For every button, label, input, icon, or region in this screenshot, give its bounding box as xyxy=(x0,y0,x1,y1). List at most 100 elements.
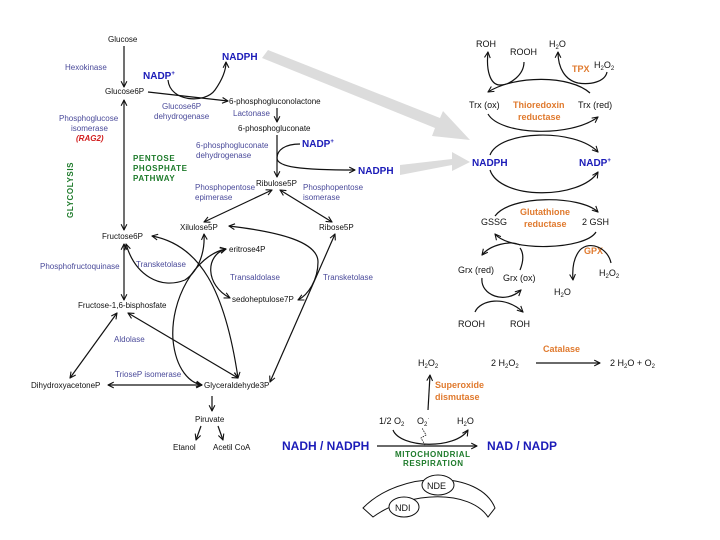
metabolite-ribose5p: Ribose5P xyxy=(319,223,354,232)
metabolite-glucose6p: Glucose6P xyxy=(105,87,144,96)
arrow-gpx-h2o2-h2o xyxy=(573,245,612,280)
arrow-transaldolase-e4p-s7p xyxy=(210,249,230,298)
resp-h2o: H2O xyxy=(457,416,474,428)
arrow-ribose-g3p xyxy=(270,234,335,382)
arrow-xilulose-sedoheptulose xyxy=(229,226,319,300)
arrow-rooh-roh xyxy=(488,52,525,86)
ndi-label: NDI xyxy=(395,503,411,513)
cofactor-nadph-1: NADPH xyxy=(222,52,258,63)
arrow-piruvate-etanol xyxy=(196,425,202,440)
arrow-gssg-gsh xyxy=(494,199,598,217)
arrow-gsh-gssg xyxy=(495,231,597,248)
enzyme-transaldolase: Transaldolase xyxy=(230,273,281,282)
arrow-grx-ox-up xyxy=(519,247,524,271)
metabolite-piruvate: Piruvate xyxy=(195,415,225,424)
redox-nadp: NADP+ xyxy=(579,158,611,169)
resp-half-o2: 1/2 O2 xyxy=(379,416,405,428)
nde-complex xyxy=(421,474,455,496)
arrow-grx-rooh-roh xyxy=(474,300,523,312)
superoxide-leak-icon xyxy=(420,427,427,446)
cofactor-nadph-2: NADPH xyxy=(358,166,394,177)
arrow-nadp-nadph-2 xyxy=(276,143,355,170)
arrow-nadph-nadp xyxy=(489,134,598,156)
metabolite-eritrose4p: eritrose4P xyxy=(229,245,265,254)
cofactor-nadp-2: NADP+ xyxy=(302,139,334,150)
arrow-h2o2-h2o xyxy=(558,52,608,85)
metabolite-acetilcoa: Acetil CoA xyxy=(213,443,251,452)
section-glycolysis: GLYCOLYSIS xyxy=(66,162,75,218)
enzyme-transketolase-left: Transketolase xyxy=(136,260,187,269)
metabolite-fructose16bp: Fructose-1,6-bisphosfate xyxy=(78,301,167,310)
grx-rooh: ROOH xyxy=(458,319,485,329)
resp-label-line2: RESPIRATION xyxy=(403,459,464,468)
arrow-eritrose-g3p xyxy=(172,249,226,385)
enzyme-glutathione-reductase-line2: reductase xyxy=(524,219,567,229)
arrow-piruvate-acetilcoa xyxy=(217,425,223,440)
enzyme-transketolase-right: Transketolase xyxy=(323,273,374,282)
enzyme-g6p-dehydrogenase-line1: Glucose6P xyxy=(162,102,201,111)
enzyme-hexokinase: Hexokinase xyxy=(65,63,107,72)
resp-o2-radical: O2· xyxy=(417,416,429,428)
enzyme-epimerase-line1: Phosphopentose xyxy=(195,183,256,192)
enzyme-phosphoglucose-isomerase-line2: isomerase xyxy=(71,124,108,133)
gssg: GSSG xyxy=(481,217,507,227)
enzyme-gpx: GPX xyxy=(584,246,603,256)
section-ppp-line3: PATHWAY xyxy=(133,174,175,183)
arrow-gssg-grx xyxy=(482,242,521,255)
thioredoxin-rooh: ROOH xyxy=(510,47,537,57)
enzyme-catalase: Catalase xyxy=(543,344,580,354)
resp-nad-nadp: NAD / NADP xyxy=(487,439,557,453)
metabolite-phosphogluconolactone: 6-phosphogluconolactone xyxy=(229,97,321,106)
metabolite-ribulose5p: Ribulose5P xyxy=(256,179,297,188)
enzyme-epimerase-line2: epimerase xyxy=(195,193,233,202)
enzyme-g6p-dehydrogenase-line2: dehydrogenase xyxy=(154,112,210,121)
trx-red: Trx (red) xyxy=(578,100,612,110)
trx-ox: Trx (ox) xyxy=(469,100,500,110)
gpx-h2o: H2O xyxy=(554,287,571,299)
arrow-trx-red-ox xyxy=(488,78,591,94)
resp-nadh-nadph: NADH / NADPH xyxy=(282,439,369,453)
arrow-nadp-nadph-redox xyxy=(489,169,598,194)
ndi-complex xyxy=(388,496,420,518)
redox-nadph: NADPH xyxy=(472,158,508,169)
arrow-ribulose-ribose xyxy=(280,190,332,222)
arrow-grx-red-ox xyxy=(481,277,521,298)
arrow-sod xyxy=(428,375,430,411)
arrow-nadp-nadph-1 xyxy=(167,62,226,100)
thioredoxin-h2o2: H2O2 xyxy=(594,60,615,72)
metabolite-sedoheptulose7p: sedoheptulose7P xyxy=(232,295,294,304)
gene-rag2: (RAG2) xyxy=(76,134,104,143)
enzyme-triosep-isomerase: TrioseP isomerase xyxy=(115,370,182,379)
metabolite-dihydroxyacetonep: DihydroxyacetoneP xyxy=(31,381,100,390)
flow-arrow-nadph-mid xyxy=(400,152,470,175)
metabolite-fructose6p: Fructose6P xyxy=(102,232,143,241)
enzyme-pg-dehydrogenase-line2: dehydrogenase xyxy=(196,151,252,160)
metabolite-xilulose5p: Xilulose5P xyxy=(180,223,218,232)
catalase-products: 2 H2O + O2 xyxy=(610,358,656,370)
enzyme-tpx: TPX xyxy=(572,64,590,74)
section-ppp-line1: PENTOSE xyxy=(133,154,175,163)
arrow-ribulose-xilulose xyxy=(204,190,272,222)
metabolite-glyceraldehyde3p: Glyceraldehyde3P xyxy=(204,381,269,390)
arrow-trx-ox-red xyxy=(487,113,598,132)
enzyme-lactonase: Lactonase xyxy=(233,109,270,118)
arrow-f16bp-g3p xyxy=(128,313,238,378)
thioredoxin-h2o: H2O xyxy=(549,39,566,51)
gsh: 2 GSH xyxy=(582,217,609,227)
grx-roh: ROH xyxy=(510,319,530,329)
enzyme-phosphoglucose-isomerase-line1: Phosphoglucose xyxy=(59,114,119,123)
enzyme-pg-dehydrogenase-line1: 6-phosphogluconate xyxy=(196,141,269,150)
metabolite-glucose: Glucose xyxy=(108,35,138,44)
gpx-h2o2: H2O2 xyxy=(599,268,620,280)
section-ppp-line2: PHOSPHATE xyxy=(133,164,188,173)
arrow-o2-h2o xyxy=(392,430,468,445)
metabolite-phosphogluconate: 6-phosphogluconate xyxy=(238,124,311,133)
enzyme-phosphofructoquinase: Phosphofructoquinase xyxy=(40,262,120,271)
arrow-g6p-lactone xyxy=(147,91,228,101)
nde-label: NDE xyxy=(427,481,446,491)
cofactor-nadp-1: NADP+ xyxy=(143,71,175,82)
arrow-transketolase-f6p-xilulose xyxy=(126,234,204,284)
sod-h2o2: H2O2 xyxy=(418,358,439,370)
flow-arrow-nadph-top xyxy=(262,50,470,140)
